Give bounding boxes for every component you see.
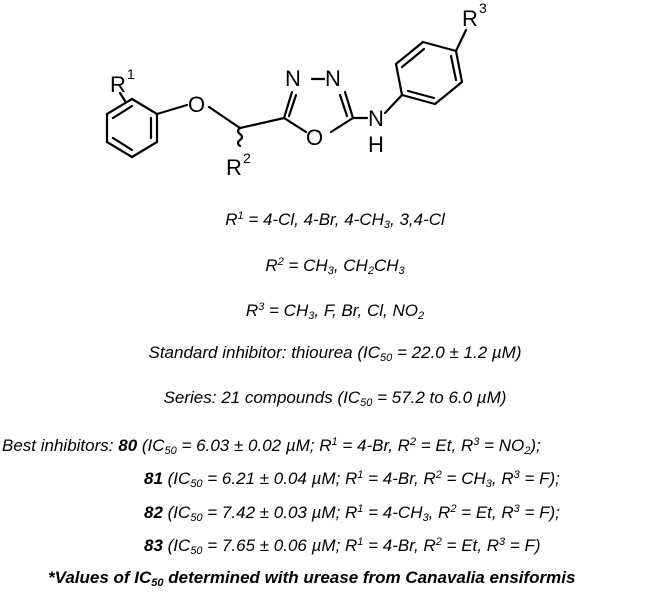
oxadiazole-ring: [282, 77, 355, 134]
o-ch-bond: [207, 105, 242, 130]
series-summary: Series: 21 compounds (IC50 = 57.2 to 6.0…: [163, 388, 507, 409]
n-right-label: N: [325, 66, 341, 91]
r2-label: R: [226, 155, 242, 180]
wavy-bond: [236, 126, 244, 148]
best-inhibitor-81: 81 (IC50 = 6.21 ± 0.04 µM; R1 = 4-Br, R2…: [144, 469, 560, 490]
footnote: *Values of IC50 determined with urease f…: [48, 568, 576, 589]
r3-bond: [454, 28, 468, 53]
r3-definition: R3 = CH3, F, Br, Cl, NO2: [245, 301, 425, 322]
r2-superscript: 2: [243, 150, 251, 166]
n-amine-label: N: [368, 106, 384, 131]
r3-label: R: [462, 6, 478, 31]
o-ring-label: O: [306, 125, 323, 150]
r1-superscript: 1: [127, 66, 135, 82]
phenyl-o-bond: [155, 103, 189, 116]
r1-definition: R1 = 4-Cl, 4-Br, 4-CH3, 3,4-Cl: [225, 210, 445, 231]
chemical-structure: R 1 O R 2 N N O N H R 3: [105, 0, 487, 180]
r1-label: R: [110, 72, 126, 97]
nh-aryl-bond: [383, 93, 404, 115]
phenyl-ring-right: [394, 40, 464, 106]
ch-ring-bond: [238, 116, 286, 130]
phenyl-ring-left: [105, 97, 159, 159]
h-amine-label: H: [368, 132, 384, 157]
r1-bond: [118, 91, 127, 103]
n-left-label: N: [285, 66, 301, 91]
r3-superscript: 3: [479, 0, 487, 16]
o-ether-label: O: [188, 92, 205, 117]
best-inhibitor-83: 83 (IC50 = 7.65 ± 0.06 µM; R1 = 4-Br, R2…: [144, 536, 541, 557]
best-inhibitor-80: Best inhibitors: 80 (IC50 = 6.03 ± 0.02 …: [2, 436, 541, 457]
best-inhibitor-82: 82 (IC50 = 7.42 ± 0.03 µM; R1 = 4-CH3, R…: [144, 503, 560, 524]
standard-inhibitor: Standard inhibitor: thiourea (IC50 = 22.…: [148, 343, 522, 364]
r2-definition: R2 = CH3, CH2CH3: [265, 256, 405, 277]
